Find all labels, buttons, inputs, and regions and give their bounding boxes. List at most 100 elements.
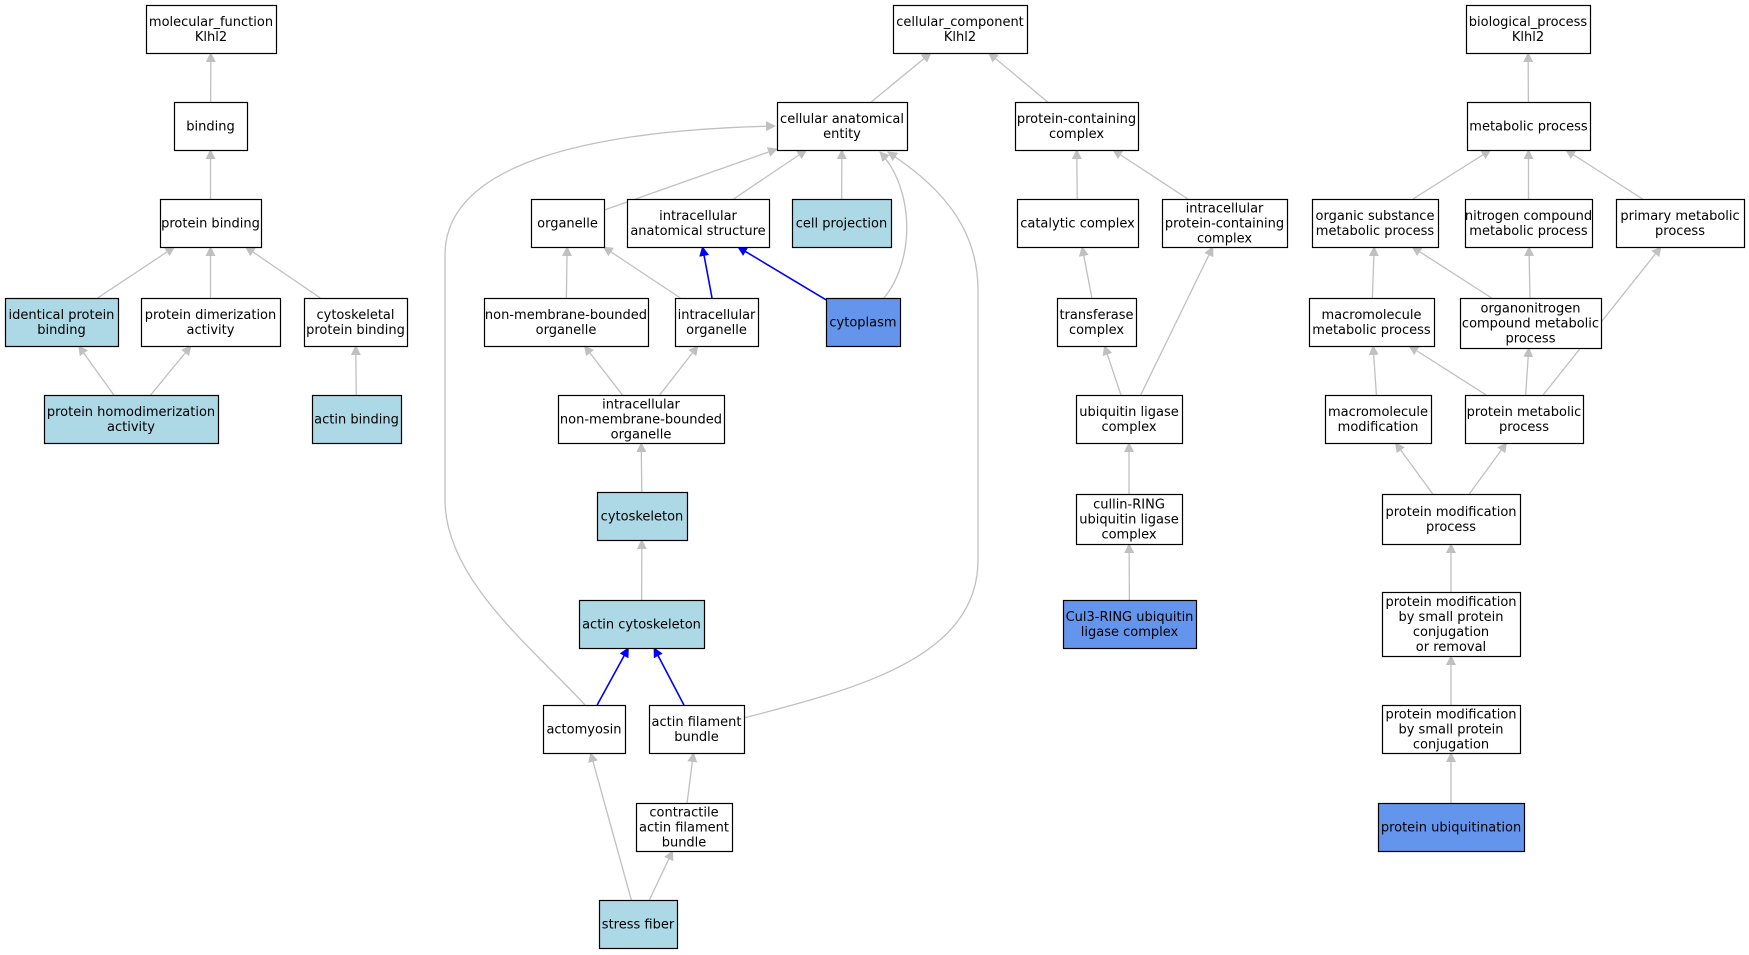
node-stress-fiber[interactable]: stress fiber — [598, 899, 679, 950]
node-label-line: intracellular — [678, 308, 756, 323]
node-label-line: metabolic process — [1312, 323, 1431, 338]
node-box — [1016, 198, 1140, 249]
edge-stress-fiber-to-actomyosin — [588, 752, 632, 901]
edge-protein-containing-complex-to-cc-root — [988, 52, 1049, 103]
node-label-line: macromolecule — [1328, 405, 1428, 420]
node-label-line: cellular_component — [896, 15, 1024, 30]
node-box — [1311, 198, 1440, 249]
node-label-line: complex — [1049, 127, 1104, 142]
edge-protein-modification-process-to-protein-metabolic-process — [1468, 442, 1508, 495]
edge-intracellular-nmb-organelle-to-intracellular-organelle — [659, 345, 699, 396]
edge-actomyosin-to-actin-cytoskeleton — [596, 647, 630, 706]
node-binding[interactable]: binding — [173, 101, 249, 152]
node-label-line: ligase complex — [1081, 625, 1179, 640]
node-box — [1465, 4, 1592, 55]
node-box — [159, 198, 263, 249]
node-box — [1324, 394, 1433, 445]
node-metabolic-process[interactable]: metabolic process — [1466, 101, 1592, 152]
node-box — [1308, 297, 1436, 348]
edge-actin-filament-bundle-to-cellular-anatomical-entity — [743, 151, 979, 719]
node-box — [635, 802, 734, 853]
node-label-line: actin filament — [639, 821, 729, 836]
edge-ubiquitin-ligase-complex-to-transferase-complex — [1102, 345, 1122, 396]
edge-cytoskeleton-to-intracellular-nmb-organelle — [636, 442, 647, 493]
node-box — [791, 198, 893, 249]
node-catalytic-complex[interactable]: catalytic complex — [1016, 198, 1140, 249]
node-label-line: Cul3-RING ubiquitin — [1066, 610, 1194, 625]
node-cytoskeleton[interactable]: cytoskeleton — [596, 491, 689, 542]
node-box — [598, 899, 679, 950]
node-label-line: protein binding — [161, 217, 260, 232]
node-actin-binding[interactable]: actin binding — [311, 394, 403, 445]
node-label-line: complex — [1101, 420, 1156, 435]
node-label-line: ubiquitin ligase — [1079, 405, 1179, 420]
node-cytoplasm[interactable]: cytoplasm — [825, 297, 902, 348]
node-label-line: by small protein — [1398, 723, 1503, 738]
node-label-line: identical protein — [9, 308, 115, 323]
node-label-line: protein modification — [1385, 708, 1516, 723]
node-label-line: intracellular — [602, 398, 680, 413]
node-actin-cytoskeleton[interactable]: actin cytoskeleton — [578, 599, 706, 650]
edge-cytoplasm-to-intracellular-anatomical-structure — [737, 246, 827, 301]
node-cell-projection[interactable]: cell projection — [791, 198, 893, 249]
node-protein-ubiquitination[interactable]: protein ubiquitination — [1377, 802, 1526, 853]
edge-macromolecule-metabolic-process-to-organic-substance-metabolic-process — [1368, 246, 1379, 299]
node-label-line: binding — [186, 120, 234, 135]
node-box — [776, 101, 909, 152]
node-box — [674, 297, 760, 348]
node-label-line: stress fiber — [602, 918, 675, 933]
node-label-line: protein modification — [1385, 505, 1516, 520]
node-label-line: bundle — [662, 836, 707, 851]
node-box — [4, 297, 120, 348]
node-box — [1381, 704, 1522, 755]
node-protein-binding[interactable]: protein binding — [159, 198, 263, 249]
node-box — [530, 198, 606, 249]
node-actomyosin[interactable]: actomyosin — [542, 704, 627, 755]
node-label-line: organelle — [537, 217, 598, 232]
edge-intracellular-nmb-organelle-to-non-membrane-bounded-organelle — [583, 345, 623, 396]
node-box — [1381, 493, 1522, 546]
node-intracellular-nmb-organelle[interactable]: intracellularnon-membrane-boundedorganel… — [557, 394, 726, 445]
node-label-line: cullin-RING — [1093, 498, 1165, 513]
node-label-line: molecular_function — [149, 15, 273, 30]
node-label-line: conjugation — [1413, 625, 1489, 640]
edge-cytoskeletal-protein-binding-to-protein-binding — [244, 246, 321, 299]
edge-protein-metabolic-process-to-organonitrogen-compound-metabolic-process — [1523, 347, 1534, 396]
edge-protein-homodimerization-activity-to-protein-dimerization-activity — [150, 345, 192, 396]
node-organelle[interactable]: organelle — [530, 198, 606, 249]
node-box — [1014, 101, 1140, 152]
edge-intracellular-organelle-to-organelle — [602, 246, 681, 299]
node-label-line: protein ubiquitination — [1381, 821, 1521, 836]
node-label-line: modification — [1338, 420, 1419, 435]
edge-protein-homodimerization-activity-to-identical-protein-binding — [78, 345, 115, 396]
